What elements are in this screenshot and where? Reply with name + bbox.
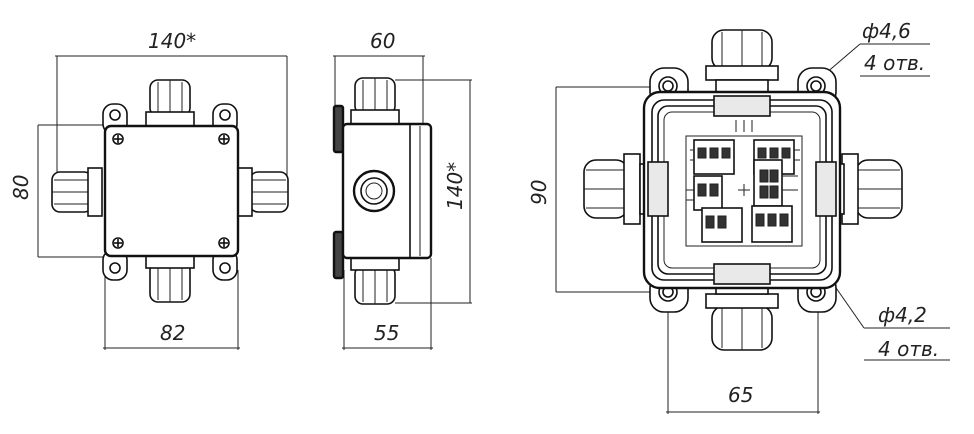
dim-front-width: 140* xyxy=(148,29,196,53)
side-view: 60 140* 55 xyxy=(332,29,472,350)
dim-front-bottom: 82 xyxy=(160,321,185,345)
detail-view: 90 65 ф4,6 4 отв. ф4,2 4 отв. xyxy=(527,19,950,414)
callout-lower-diameter: ф4,2 xyxy=(878,303,927,327)
dim-detail-height: 90 xyxy=(527,180,551,205)
dim-side-bottom: 55 xyxy=(374,321,399,345)
dim-detail-bottom: 65 xyxy=(728,383,753,407)
callout-upper-count: 4 отв. xyxy=(864,51,925,75)
dim-side-height: 140* xyxy=(443,162,467,210)
front-view: 140* 80 82 xyxy=(9,29,289,350)
dim-side-top: 60 xyxy=(370,29,395,53)
dim-front-height: 80 xyxy=(9,175,33,200)
callout-upper-diameter: ф4,6 xyxy=(862,19,911,43)
callout-lower-count: 4 отв. xyxy=(878,337,939,361)
